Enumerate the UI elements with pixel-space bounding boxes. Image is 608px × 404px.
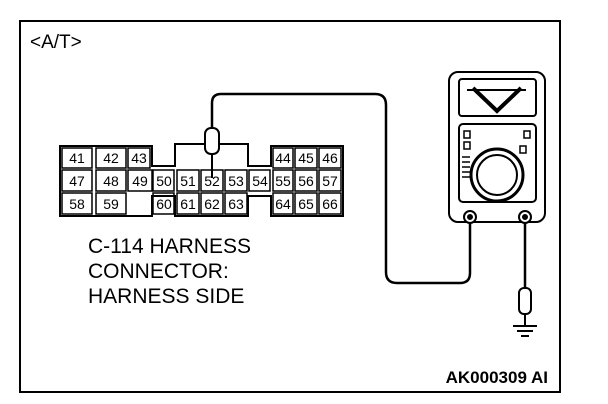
multimeter bbox=[448, 71, 546, 224]
pin-cell-51 bbox=[176, 169, 200, 192]
range-dial bbox=[469, 147, 525, 203]
diagram-frame bbox=[19, 20, 561, 393]
section-tag: <A/T> bbox=[30, 32, 82, 53]
pin-label: 52 bbox=[204, 173, 220, 189]
pin-cell-66 bbox=[318, 192, 342, 215]
pin-label: 51 bbox=[180, 173, 196, 189]
ground-icon bbox=[513, 325, 537, 337]
mode-button-icon bbox=[523, 130, 531, 139]
pin-cell-58 bbox=[61, 192, 93, 215]
pin-label: 59 bbox=[103, 196, 119, 212]
pin-label: 65 bbox=[298, 196, 314, 212]
pin-cells bbox=[61, 147, 342, 215]
pin-label: 56 bbox=[298, 173, 314, 189]
pin-cell-55 bbox=[272, 169, 294, 192]
pin-cell-41 bbox=[61, 147, 93, 169]
pin-cell-49 bbox=[127, 169, 153, 192]
caption-line-2: CONNECTOR: bbox=[88, 260, 229, 283]
pin-label: 55 bbox=[275, 173, 291, 189]
pin-label: 66 bbox=[322, 196, 338, 212]
pin-label: 53 bbox=[228, 173, 244, 189]
pin-cell-50 bbox=[152, 169, 175, 192]
pin-cell-57 bbox=[318, 169, 342, 192]
pin-label: 54 bbox=[252, 173, 268, 189]
pin-cell-60 bbox=[152, 192, 175, 215]
caption-line-1: C-114 HARNESS bbox=[88, 235, 251, 258]
pin-cell-44 bbox=[272, 147, 294, 169]
mode-button-icon bbox=[519, 145, 527, 154]
caption-line-3: HARNESS SIDE bbox=[88, 285, 244, 308]
pin-label: 44 bbox=[275, 150, 291, 166]
pin-cell-54 bbox=[248, 169, 271, 192]
pin-label: 58 bbox=[69, 196, 85, 212]
probe-body bbox=[204, 127, 220, 155]
pin-label: 41 bbox=[69, 150, 85, 166]
ground-lead bbox=[518, 223, 532, 326]
pin-cell-62 bbox=[200, 192, 224, 215]
pin-cell-48 bbox=[95, 169, 127, 192]
pin-cell-56 bbox=[294, 169, 318, 192]
pin-label: 60 bbox=[156, 196, 172, 212]
pin-label: 63 bbox=[228, 196, 244, 212]
connector-outline bbox=[59, 143, 344, 217]
jack-common-hole bbox=[522, 214, 528, 220]
pin-cell-43 bbox=[127, 147, 151, 169]
range-dial-ring bbox=[476, 154, 518, 196]
ground-probe-body bbox=[518, 287, 532, 315]
jack-positive-hole bbox=[467, 214, 473, 220]
figure-code: AK000309 AI bbox=[446, 368, 548, 387]
pin-cell-61 bbox=[176, 192, 200, 215]
harness-connector bbox=[59, 143, 344, 217]
meter-pointer-icon bbox=[471, 86, 523, 114]
pin-label: 45 bbox=[298, 150, 314, 166]
pin-label: 57 bbox=[322, 173, 338, 189]
pin-cell-65 bbox=[294, 192, 318, 215]
pin-cell-45 bbox=[294, 147, 318, 169]
mode-button-icon bbox=[463, 141, 471, 150]
pin-cell-42 bbox=[95, 147, 127, 169]
pin-label: 43 bbox=[131, 150, 147, 166]
pin-label: 48 bbox=[103, 173, 119, 189]
test-lead-positive bbox=[210, 92, 472, 285]
pin-label: 49 bbox=[132, 173, 148, 189]
pin-cell-64 bbox=[272, 192, 294, 215]
pin-label: 64 bbox=[275, 196, 291, 212]
pin-labels: 41 42 43 44 45 46 47 48 49 50 51 52 53 5… bbox=[69, 150, 338, 212]
pin-label: 50 bbox=[156, 173, 172, 189]
pin-cell-46 bbox=[318, 147, 342, 169]
pin-cell-59 bbox=[95, 192, 127, 215]
multimeter-display bbox=[458, 78, 537, 117]
mode-button-icon bbox=[463, 130, 471, 139]
pin-cell-53 bbox=[224, 169, 248, 192]
pin-cell-47 bbox=[61, 169, 93, 192]
pin-cell-63 bbox=[224, 192, 248, 215]
pin-label: 62 bbox=[204, 196, 220, 212]
pin-label: 46 bbox=[322, 150, 338, 166]
pin-label: 42 bbox=[103, 150, 119, 166]
pin-label: 47 bbox=[69, 173, 85, 189]
pin-label: 61 bbox=[180, 196, 196, 212]
